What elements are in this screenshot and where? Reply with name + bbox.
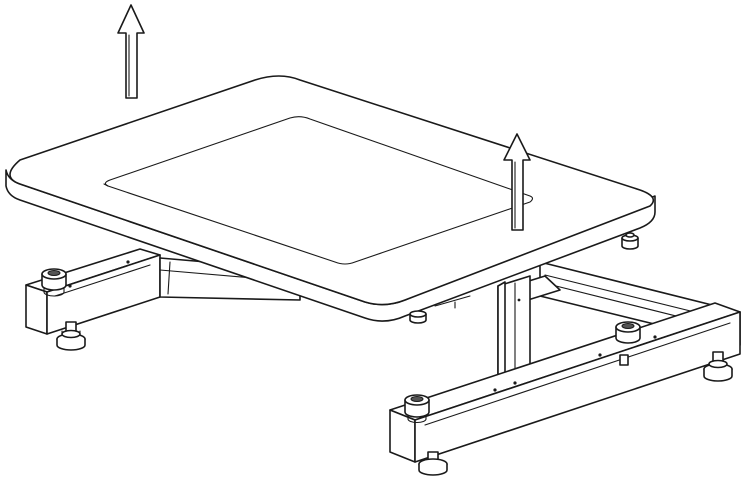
front-base-beam <box>389 302 741 463</box>
leveling-foot-right <box>703 351 733 382</box>
adjustment-knob-middle <box>615 321 641 344</box>
tabletop <box>5 75 656 322</box>
left-base-beam <box>25 248 161 335</box>
leveling-foot-center <box>619 354 629 366</box>
adjustment-knob-front <box>404 394 430 424</box>
leveling-foot-front-left <box>56 321 86 351</box>
adjustment-knob-left <box>41 268 67 297</box>
lift-arrow-left <box>117 4 145 99</box>
tabletop-fasteners <box>409 232 639 324</box>
lift-arrow-right <box>503 133 531 231</box>
leveling-foot-front <box>418 451 448 476</box>
center-column <box>497 275 531 379</box>
